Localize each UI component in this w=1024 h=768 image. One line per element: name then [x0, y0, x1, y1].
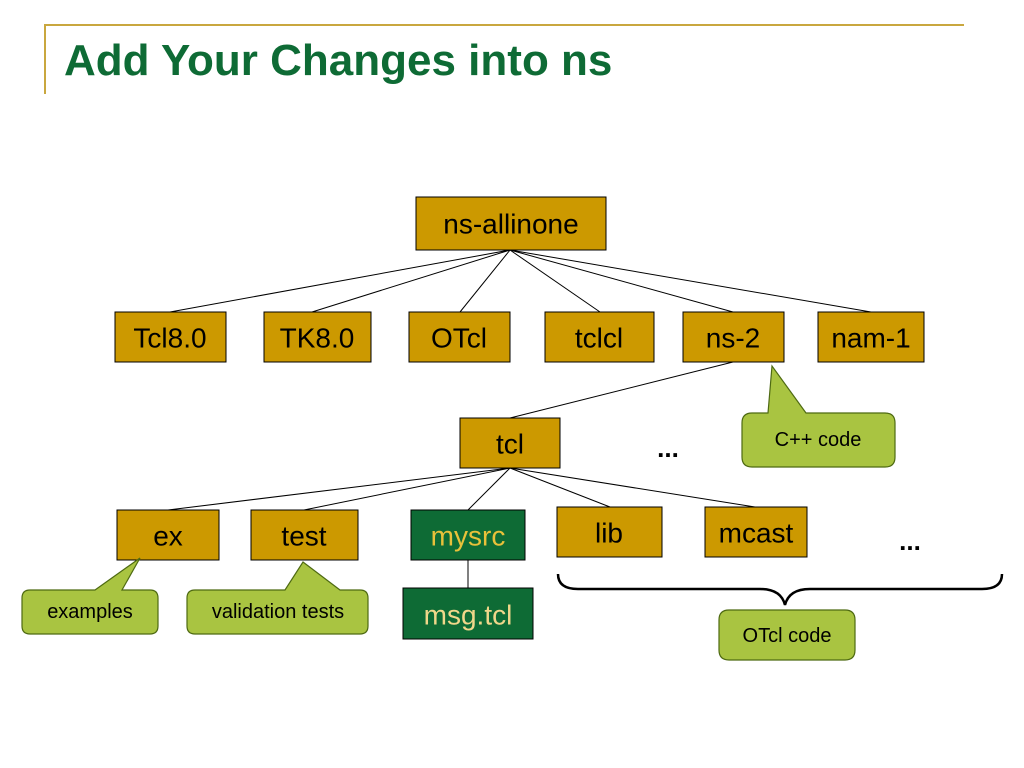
node-lib: lib	[556, 506, 663, 558]
callout-cpp-code: C++ code	[741, 364, 896, 468]
edge-root-nam1	[509, 249, 872, 313]
edge-root-otcl	[459, 249, 511, 313]
edge-root-tk80	[311, 249, 511, 313]
svg-text:examples: examples	[47, 601, 133, 623]
svg-text:validation tests: validation tests	[212, 601, 344, 623]
ellipsis-level2: ...	[657, 433, 679, 463]
svg-text:tclcl: tclcl	[575, 323, 623, 354]
title-frame-line-horizontal	[44, 24, 964, 26]
edge-root-tclcl	[509, 249, 601, 313]
svg-text:mcast: mcast	[719, 518, 794, 549]
svg-text:msg.tcl: msg.tcl	[424, 600, 513, 631]
node-mysrc: mysrc	[410, 509, 526, 561]
node-tcl: tcl	[459, 417, 561, 469]
edge-tcl-mcast	[509, 467, 756, 508]
node-test: test	[250, 509, 359, 561]
title-frame-line-vertical	[44, 24, 46, 94]
svg-text:nam-1: nam-1	[831, 323, 910, 354]
node-ex: ex	[116, 509, 220, 561]
edge-root-ns2	[509, 249, 734, 313]
edge-ns2-tcl	[509, 361, 734, 419]
ellipsis-level3: ...	[899, 526, 921, 556]
svg-text:OTcl: OTcl	[431, 323, 487, 354]
node-msg-tcl: msg.tcl	[402, 587, 534, 640]
brace-otcl-group	[556, 573, 1004, 606]
svg-text:tcl: tcl	[496, 429, 524, 460]
svg-text:OTcl code: OTcl code	[743, 625, 832, 647]
callout-validation-tests: validation tests	[186, 561, 369, 635]
edge-tcl-test	[303, 467, 511, 511]
svg-text:mysrc: mysrc	[431, 521, 506, 552]
callout-examples: examples	[21, 557, 159, 635]
node-tcl8-0: Tcl8.0	[114, 311, 227, 363]
edge-tcl-mysrc	[467, 467, 511, 511]
node-nam-1: nam-1	[817, 311, 925, 363]
slide-title: Add Your Changes into ns	[64, 36, 613, 85]
node-tk8-0: TK8.0	[263, 311, 372, 363]
edges-tcl	[167, 467, 756, 511]
svg-text:ex: ex	[153, 521, 183, 552]
svg-text:ns-2: ns-2	[706, 323, 760, 354]
node-ns-2: ns-2	[682, 311, 785, 363]
edge-tcl-lib	[509, 467, 611, 508]
node-ns-allinone: ns-allinone	[415, 196, 607, 251]
svg-text:C++ code: C++ code	[775, 429, 862, 451]
svg-text:Tcl8.0: Tcl8.0	[133, 323, 206, 354]
node-tclcl: tclcl	[544, 311, 655, 363]
edge-tcl-ex	[167, 467, 511, 511]
svg-text:test: test	[281, 521, 326, 552]
edge-root-tcl80	[169, 249, 511, 313]
svg-text:lib: lib	[595, 518, 623, 549]
node-otcl: OTcl	[408, 311, 511, 363]
svg-text:ns-allinone: ns-allinone	[443, 209, 578, 240]
node-mcast: mcast	[704, 506, 808, 558]
edges-root	[169, 249, 872, 313]
callout-otcl-code: OTcl code	[718, 609, 856, 661]
svg-text:TK8.0: TK8.0	[280, 323, 355, 354]
